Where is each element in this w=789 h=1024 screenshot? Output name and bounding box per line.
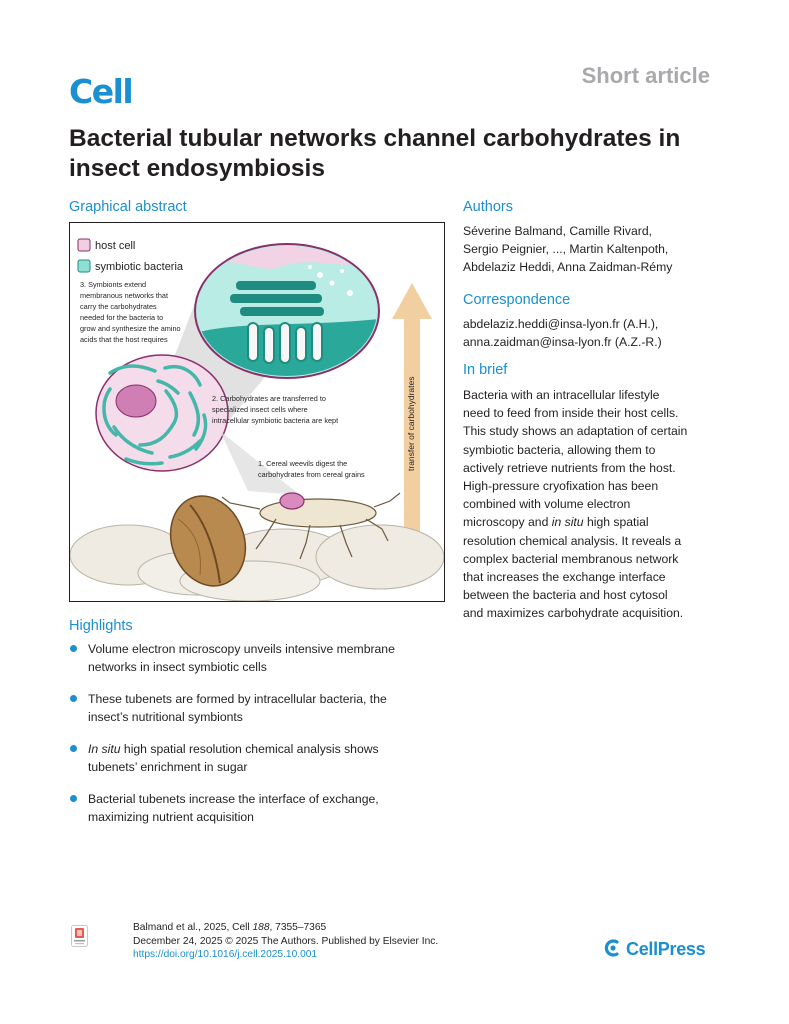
in-brief-line: Bacteria with an intracellular lifestyle (463, 388, 660, 402)
graphical-abstract-heading: Graphical abstract (69, 199, 187, 215)
step1-caption: 1. Cereal weevils digest the carbohydrat… (258, 459, 365, 479)
highlight-item: Volume electron microscopy unveils inten… (69, 640, 449, 676)
in-brief-line: and maximizes carbohydrate acquisition. (463, 606, 684, 621)
arrow-label: transfer of carbohydrates (406, 377, 416, 472)
zoom-cone-weevil (220, 431, 300, 495)
bullet-icon (70, 745, 77, 752)
weevil (221, 492, 401, 560)
in-brief-line: actively retrieve nutrients from the hos… (463, 460, 676, 475)
bullet-icon (70, 645, 77, 652)
authors-line: Sergio Peignier, ..., Martin Kaltenpoth, (463, 242, 669, 257)
carbohydrate-transfer-arrow (392, 283, 432, 563)
highlights-heading: Highlights (69, 618, 133, 634)
svg-text:grow and synthesize the amino: grow and synthesize the amino (80, 324, 181, 333)
correspondence-email[interactable]: anna.zaidman@insa-lyon.fr (A.Z.-R.) (463, 335, 662, 350)
authors-line: Abdelaziz Heddi, Anna Zaidman-Rémy (463, 260, 673, 275)
bullet-icon (70, 695, 77, 702)
svg-text:acids that the host requires: acids that the host requires (80, 335, 168, 344)
highlight-item: Bacterial tubenets increase the interfac… (69, 790, 449, 826)
check-for-updates-icon[interactable] (71, 925, 88, 947)
cellpress-logo-icon (603, 938, 623, 963)
in-brief-line: symbiotic bacteria, allowing them to (463, 442, 656, 457)
svg-text:specialized insect cells where: specialized insect cells where (212, 405, 308, 414)
legend-bacteria-swatch (77, 259, 91, 273)
host-cell (95, 354, 229, 472)
legend-bacteria-label: symbiotic bacteria (95, 261, 184, 273)
svg-text:carry the carbohydrates: carry the carbohydrates (80, 302, 157, 311)
in-brief-line: complex bacterial membranous network (463, 551, 679, 566)
brown-grain (169, 495, 247, 587)
article-type-label: Short article (581, 63, 710, 88)
in-brief-line: microscopy and in situ high spatial (463, 515, 649, 530)
graphical-abstract-figure: host cell symbiotic bacteria 3. Symbiont… (69, 222, 445, 602)
in-brief-line: resolution chemical analysis. It reveals… (463, 533, 682, 548)
bullet-icon (70, 795, 77, 802)
svg-text:3. Symbionts extend: 3. Symbionts extend (80, 280, 146, 289)
legend-host-cell-swatch (77, 238, 91, 252)
correspondence-heading: Correspondence (463, 292, 571, 308)
citation-line: Balmand et al., 2025, Cell 188, 7355–736… (133, 922, 327, 933)
in-brief-line: between the bacteria and host cytosol (463, 588, 668, 603)
cereal-grains (70, 524, 444, 601)
authors-heading: Authors (463, 199, 513, 215)
in-brief-line: that increases the exchange interface (463, 570, 666, 585)
citation-block: Balmand et al., 2025, Cell 188, 7355–736… (133, 921, 438, 962)
in-brief-line: need to feed from inside their host cell… (463, 406, 679, 421)
highlights-list: Volume electron microscopy unveils inten… (69, 640, 449, 840)
svg-text:1. Cereal weevils digest the: 1. Cereal weevils digest the (258, 459, 347, 468)
svg-text:carbohydrates from cereal grai: carbohydrates from cereal grains (258, 470, 365, 479)
svg-text:intracellular symbiotic bacter: intracellular symbiotic bacteria are kep… (212, 416, 338, 425)
svg-text:2. Carbohydrates are transferr: 2. Carbohydrates are transferred to (212, 394, 326, 403)
in-brief-line: combined with volume electron (463, 497, 631, 512)
authors-list: Séverine Balmand, Camille Rivard, Sergio… (463, 222, 753, 277)
svg-text:membranous networks that: membranous networks that (80, 291, 168, 300)
in-brief-line: High-pressure cryofixation has been (463, 479, 659, 494)
authors-line: Séverine Balmand, Camille Rivard, (463, 224, 652, 238)
doi-link[interactable]: https://doi.org/10.1016/j.cell.2025.10.0… (133, 949, 318, 961)
highlight-item: In situ high spatial resolution chemical… (69, 740, 449, 776)
highlight-item: These tubenets are formed by intracellul… (69, 690, 449, 726)
legend-host-cell-label: host cell (95, 240, 135, 252)
article-title: Bacterial tubular networks channel carbo… (69, 125, 681, 182)
correspondence-email[interactable]: abdelaziz.heddi@insa-lyon.fr (A.H.), (463, 317, 659, 331)
in-brief-line: This study shows an adaptation of certai… (463, 424, 688, 439)
copyright-line: December 24, 2025 © 2025 The Authors. Pu… (133, 935, 439, 947)
in-brief-text: Bacteria with an intracellular lifestyle… (463, 386, 763, 623)
svg-text:needed for the bacteria to: needed for the bacteria to (80, 313, 163, 322)
correspondence-emails: abdelaziz.heddi@insa-lyon.fr (A.H.), ann… (463, 315, 753, 351)
cellpress-logo: CellPress (603, 938, 706, 963)
step2-caption: 2. Carbohydrates are transferred to spec… (212, 394, 338, 425)
step3-caption: 3. Symbionts extend membranous networks … (80, 280, 181, 344)
journal-logo: Cell (69, 72, 134, 111)
in-brief-heading: In brief (463, 362, 508, 378)
